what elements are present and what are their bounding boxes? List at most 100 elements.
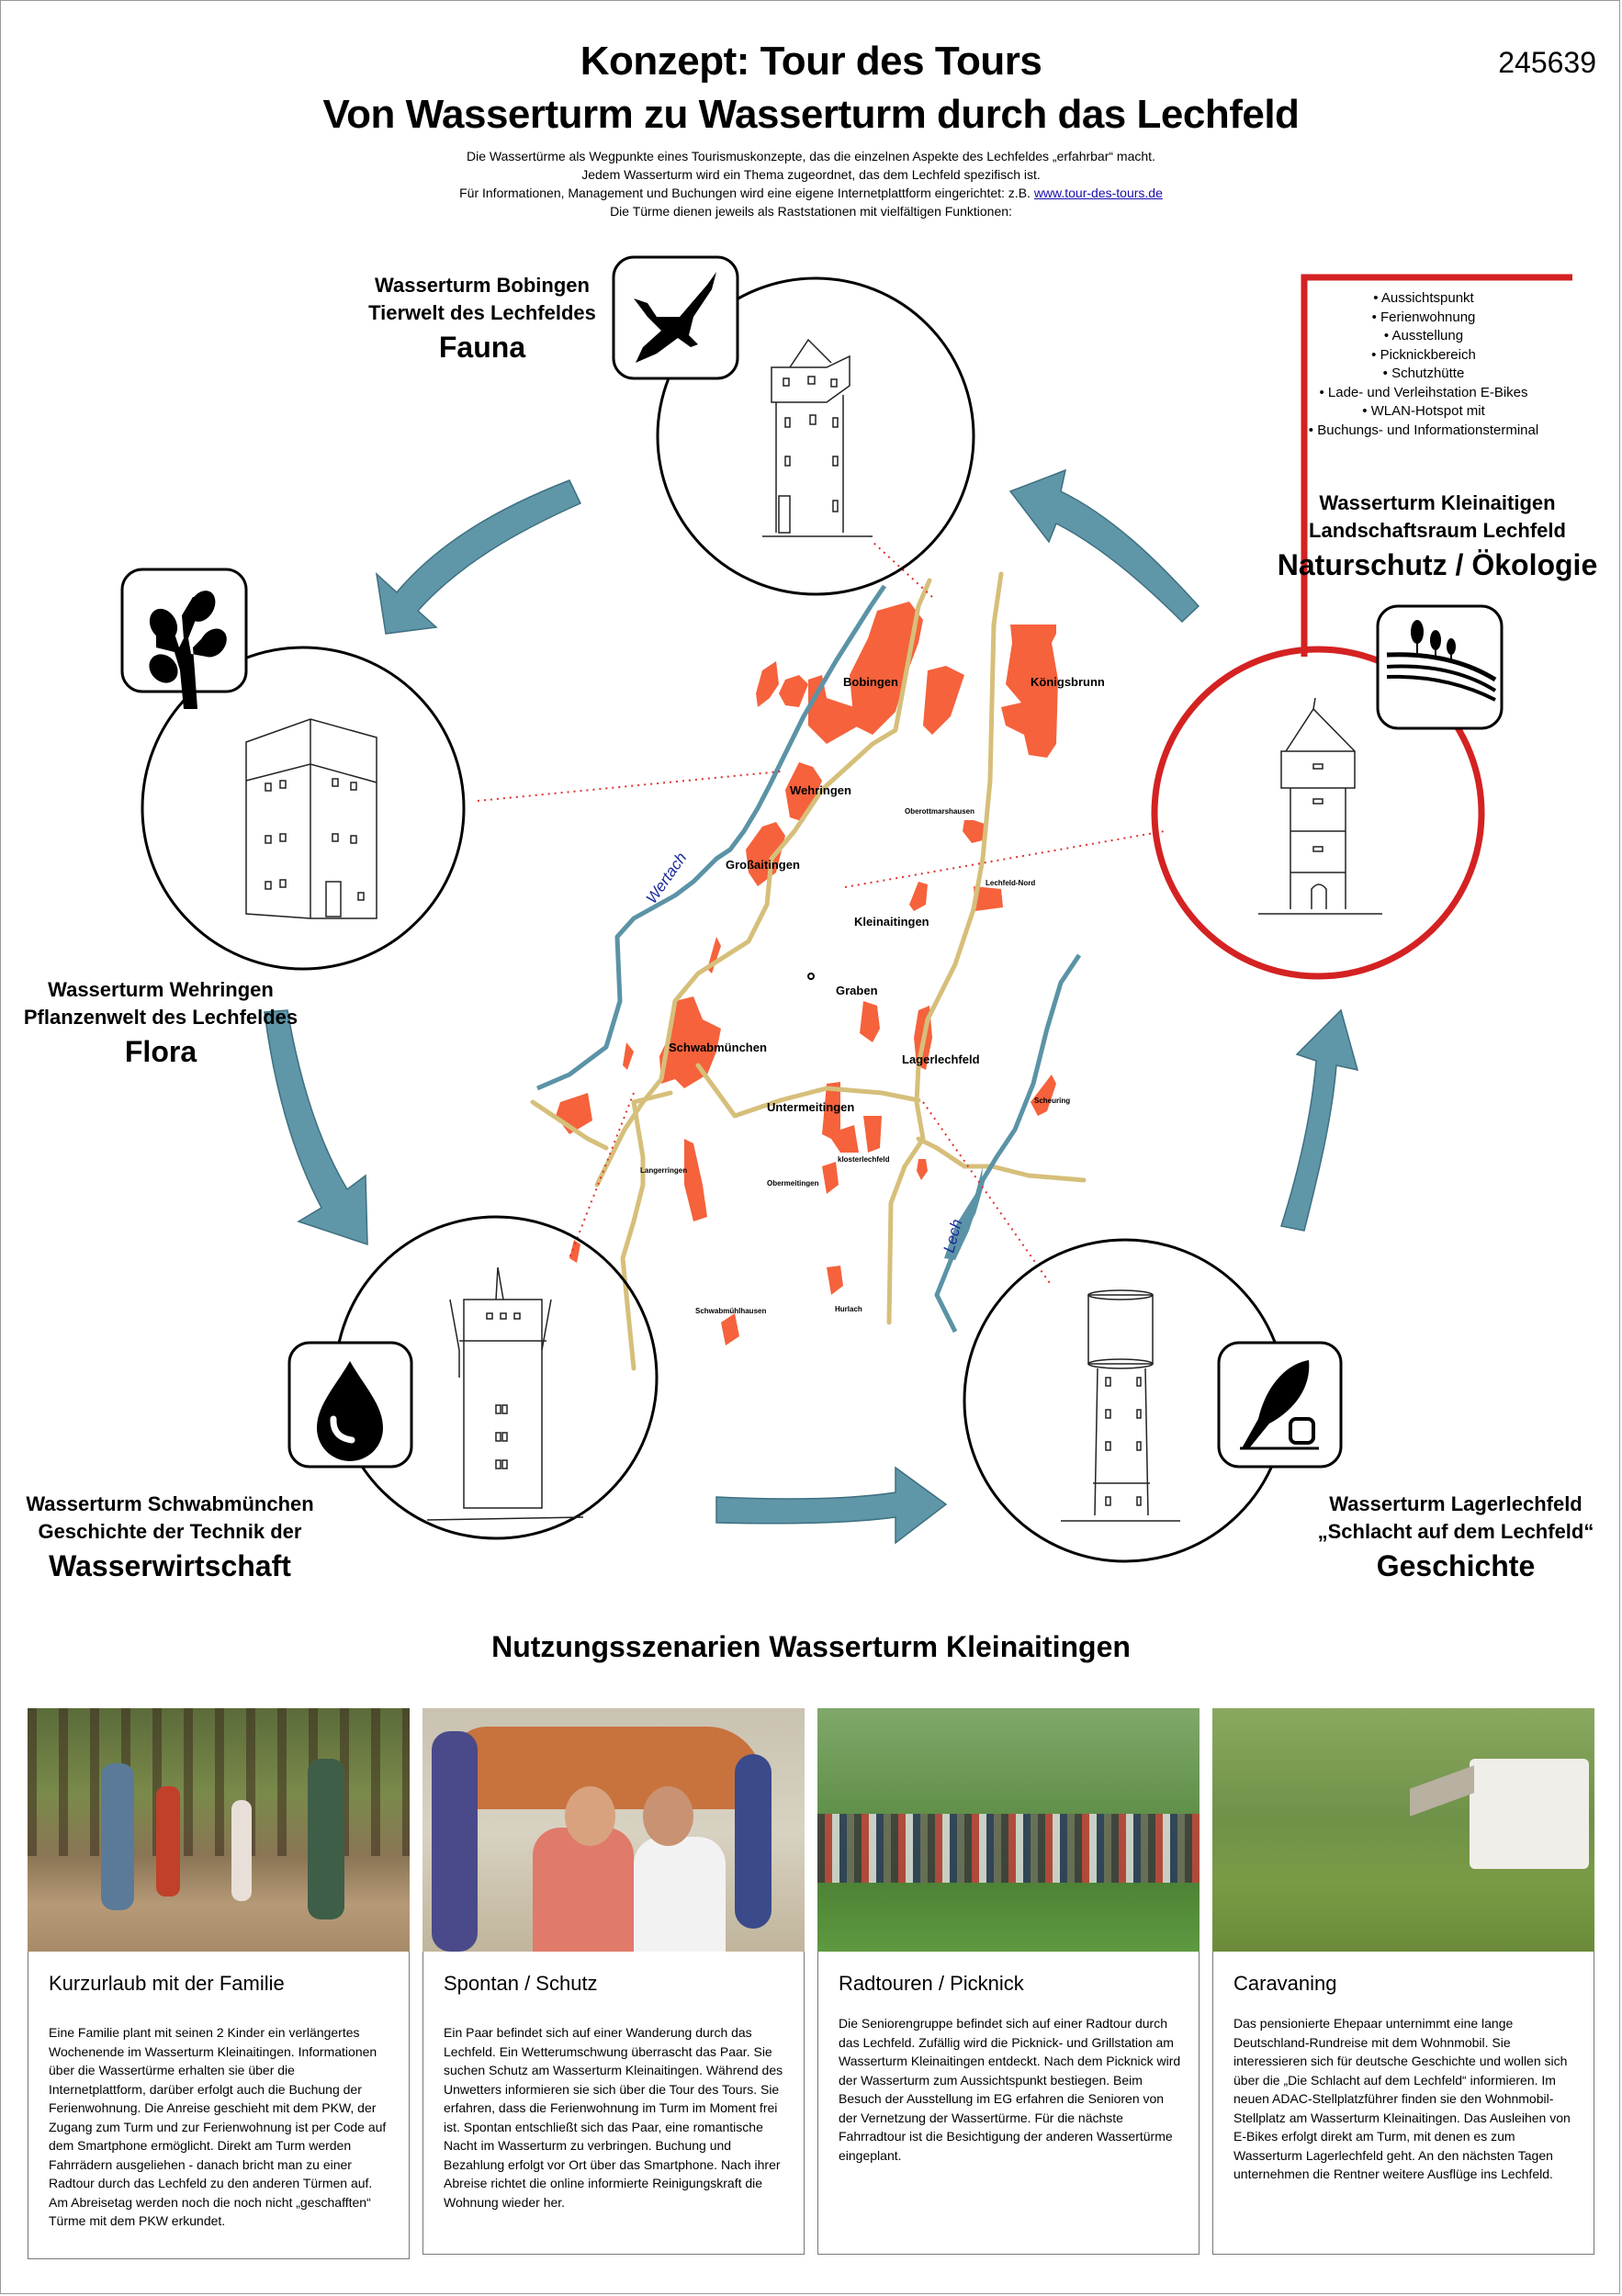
- label-kleinaitingen: Kleinaitingen: [854, 915, 929, 929]
- label-lagerlechfeld: Lagerlechfeld: [902, 1052, 980, 1066]
- road-west: [594, 578, 932, 1187]
- settlement-small-3: [917, 1159, 928, 1180]
- tower-subtitle: „Schlacht auf dem Lechfeld“: [1317, 1520, 1594, 1543]
- tower-drawing-wehringen: [245, 718, 377, 919]
- settlement-nw-2: [779, 675, 808, 707]
- settlement-kleinaitingen: [909, 882, 928, 911]
- tower-label-schwabmuenchen: Wasserturm Schwabmünchen Geschichte der …: [14, 1491, 326, 1586]
- feature-item: Lade- und Verleihstation E-Bikes: [1304, 384, 1543, 403]
- settlement-koenigsbrunn: [1001, 625, 1058, 758]
- tower-label-kleinaitingen: Wasserturm Kleinaitigen Landschaftsraum …: [1267, 490, 1607, 585]
- scenario-card: Radtouren / Picknick Die Seniorengruppe …: [817, 1952, 1200, 2255]
- arrow-schwabmuenchen-to-lagerlechfeld: [715, 1466, 948, 1545]
- map-rivers: [536, 584, 1082, 1334]
- tower-drawing-bobingen: [762, 338, 873, 537]
- scenario-photo-motorhome: [1212, 1708, 1594, 1954]
- intro-line-4: Die Türme dienen jeweils als Raststation…: [610, 204, 1012, 219]
- tower-theme: Flora: [124, 1035, 197, 1068]
- tower-name: Wasserturm Kleinaitigen: [1319, 491, 1556, 514]
- tower-theme: Wasserwirtschaft: [49, 1549, 291, 1582]
- tower-subtitle: Pflanzenwelt des Lechfeldes: [23, 1006, 298, 1029]
- label-grossaitingen: Großaitingen: [726, 858, 800, 872]
- settlement-bobingen-west: [808, 675, 859, 744]
- map-marker: [807, 973, 815, 980]
- road-langerringen: [620, 1090, 673, 1371]
- feature-item: WLAN-Hotspot mit: [1304, 402, 1543, 422]
- feature-item: Schutzhütte: [1304, 365, 1543, 384]
- label-river-lech: Lech: [941, 1217, 966, 1255]
- water-drop-icon: [287, 1341, 413, 1469]
- settlement-bobingen: [850, 602, 923, 735]
- feature-item: Ferienwohnung: [1304, 309, 1543, 328]
- quill-inkwell-icon: [1217, 1341, 1343, 1469]
- tour-diagram: Bobingen Königsbrunn Wehringen Großaitin…: [120, 255, 1572, 1563]
- scenario-text: Das pensionierte Ehepaar unternimmt eine…: [1233, 2016, 1571, 2181]
- tower-name: Wasserturm Schwabmünchen: [26, 1492, 314, 1515]
- scenario-photo-senior-group: [817, 1708, 1200, 1954]
- settlement-scheuring: [1031, 1075, 1056, 1116]
- circle-bobingen: [656, 276, 975, 596]
- feature-bracket: [1301, 274, 1572, 657]
- settlement-schwabmuehlhausen: [721, 1313, 739, 1345]
- settlement-wehringen: [785, 762, 822, 822]
- label-hurlach: Hurlach: [835, 1305, 862, 1313]
- settlement-bobingen-east: [923, 666, 964, 735]
- plant-icon: [120, 568, 248, 709]
- label-koenigsbrunn: Königsbrunn: [1031, 675, 1105, 689]
- goose-icon: [612, 255, 739, 380]
- map-settlements: [556, 602, 1058, 1345]
- feature-item: Aussichtspunkt: [1304, 289, 1543, 309]
- feature-item: Buchungs- und Informationsterminal: [1304, 422, 1543, 441]
- feature-list: Aussichtspunkt Ferienwohnung Ausstellung…: [1304, 289, 1543, 440]
- scenario-title: Kurzurlaub mit der Familie: [49, 1972, 285, 1995]
- scenario-text: Eine Familie plant mit seinen 2 Kinder e…: [49, 2025, 387, 2228]
- arrow-wehringen-to-schwabmuenchen: [264, 1009, 368, 1246]
- tower-label-bobingen: Wasserturm Bobingen Tierwelt des Lechfel…: [349, 272, 615, 367]
- settlement-small-2: [623, 1042, 634, 1070]
- intro-line-1: Die Wassertürme als Wegpunkte eines Tour…: [467, 149, 1155, 163]
- tower-drawing-lagerlechfeld: [1061, 1289, 1180, 1522]
- label-wehringen: Wehringen: [790, 783, 851, 797]
- tower-drawing-schwabmuenchen: [426, 1266, 584, 1521]
- scenario-title: Caravaning: [1233, 1972, 1337, 1995]
- settlement-schwabmuenchen: [659, 996, 721, 1088]
- label-scheuring: Scheuring: [1034, 1097, 1070, 1105]
- map-roads: [530, 571, 1087, 1371]
- settlement-small-4: [569, 1240, 580, 1263]
- scenario-card: Kurzurlaub mit der Familie Eine Familie …: [28, 1952, 410, 2259]
- feature-item: Ausstellung: [1304, 327, 1543, 346]
- settlement-lechfeld-nord: [974, 886, 1003, 911]
- scenarios-title: Nutzungsszenarien Wasserturm Kleinaiting…: [491, 1630, 1131, 1663]
- intro-line-3: Für Informationen, Management und Buchun…: [0, 184, 1622, 202]
- tower-name: Wasserturm Wehringen: [48, 978, 274, 1001]
- website-link[interactable]: www.tour-des-tours.de: [1033, 186, 1163, 200]
- label-klosterlechfeld: klosterlechfeld: [838, 1155, 890, 1164]
- poster-subtitle: Von Wasserturm zu Wasserturm durch das L…: [322, 92, 1300, 137]
- scenario-title: Spontan / Schutz: [444, 1972, 598, 1995]
- tower-theme: Geschichte: [1376, 1549, 1536, 1582]
- intro-line-3-text: Für Informationen, Management und Buchun…: [459, 186, 1031, 200]
- connector-wehringen: [477, 771, 782, 802]
- road-cross: [695, 1063, 921, 1119]
- tower-connectors: [477, 541, 1166, 1287]
- road-west-spur: [530, 1099, 609, 1151]
- connector-bobingen: [872, 541, 933, 598]
- scenario-card: Caravaning Das pensionierte Ehepaar unte…: [1212, 1952, 1594, 2255]
- arrow-lagerlechfeld-to-kleinaitingen: [1280, 1008, 1359, 1232]
- intro-line-2: Jedem Wasserturm wird ein Thema zugeordn…: [581, 167, 1041, 182]
- scenario-photo-family-cycling: [28, 1708, 410, 1954]
- tower-label-wehringen: Wasserturm Wehringen Pflanzenwelt des Le…: [18, 976, 303, 1072]
- settlement-hurlach: [827, 1266, 843, 1295]
- label-obermeitingen: Obermeitingen: [767, 1179, 819, 1187]
- poster-id: 245639: [1498, 46, 1596, 79]
- label-untermeitingen: Untermeitingen: [767, 1100, 854, 1114]
- poster-title: Konzept: Tour des Tours: [580, 39, 1042, 84]
- scenario-text: Ein Paar befindet sich auf einer Wanderu…: [444, 2025, 783, 2210]
- label-lechfeld-nord: Lechfeld-Nord: [986, 879, 1035, 887]
- arrow-bobingen-to-wehringen: [375, 479, 582, 635]
- map-labels: Bobingen Königsbrunn Wehringen Großaitin…: [669, 675, 1105, 1114]
- settlement-nw-1: [756, 661, 779, 707]
- label-langerringen: Langerringen: [640, 1166, 687, 1175]
- lech-reservoir: [944, 1166, 983, 1260]
